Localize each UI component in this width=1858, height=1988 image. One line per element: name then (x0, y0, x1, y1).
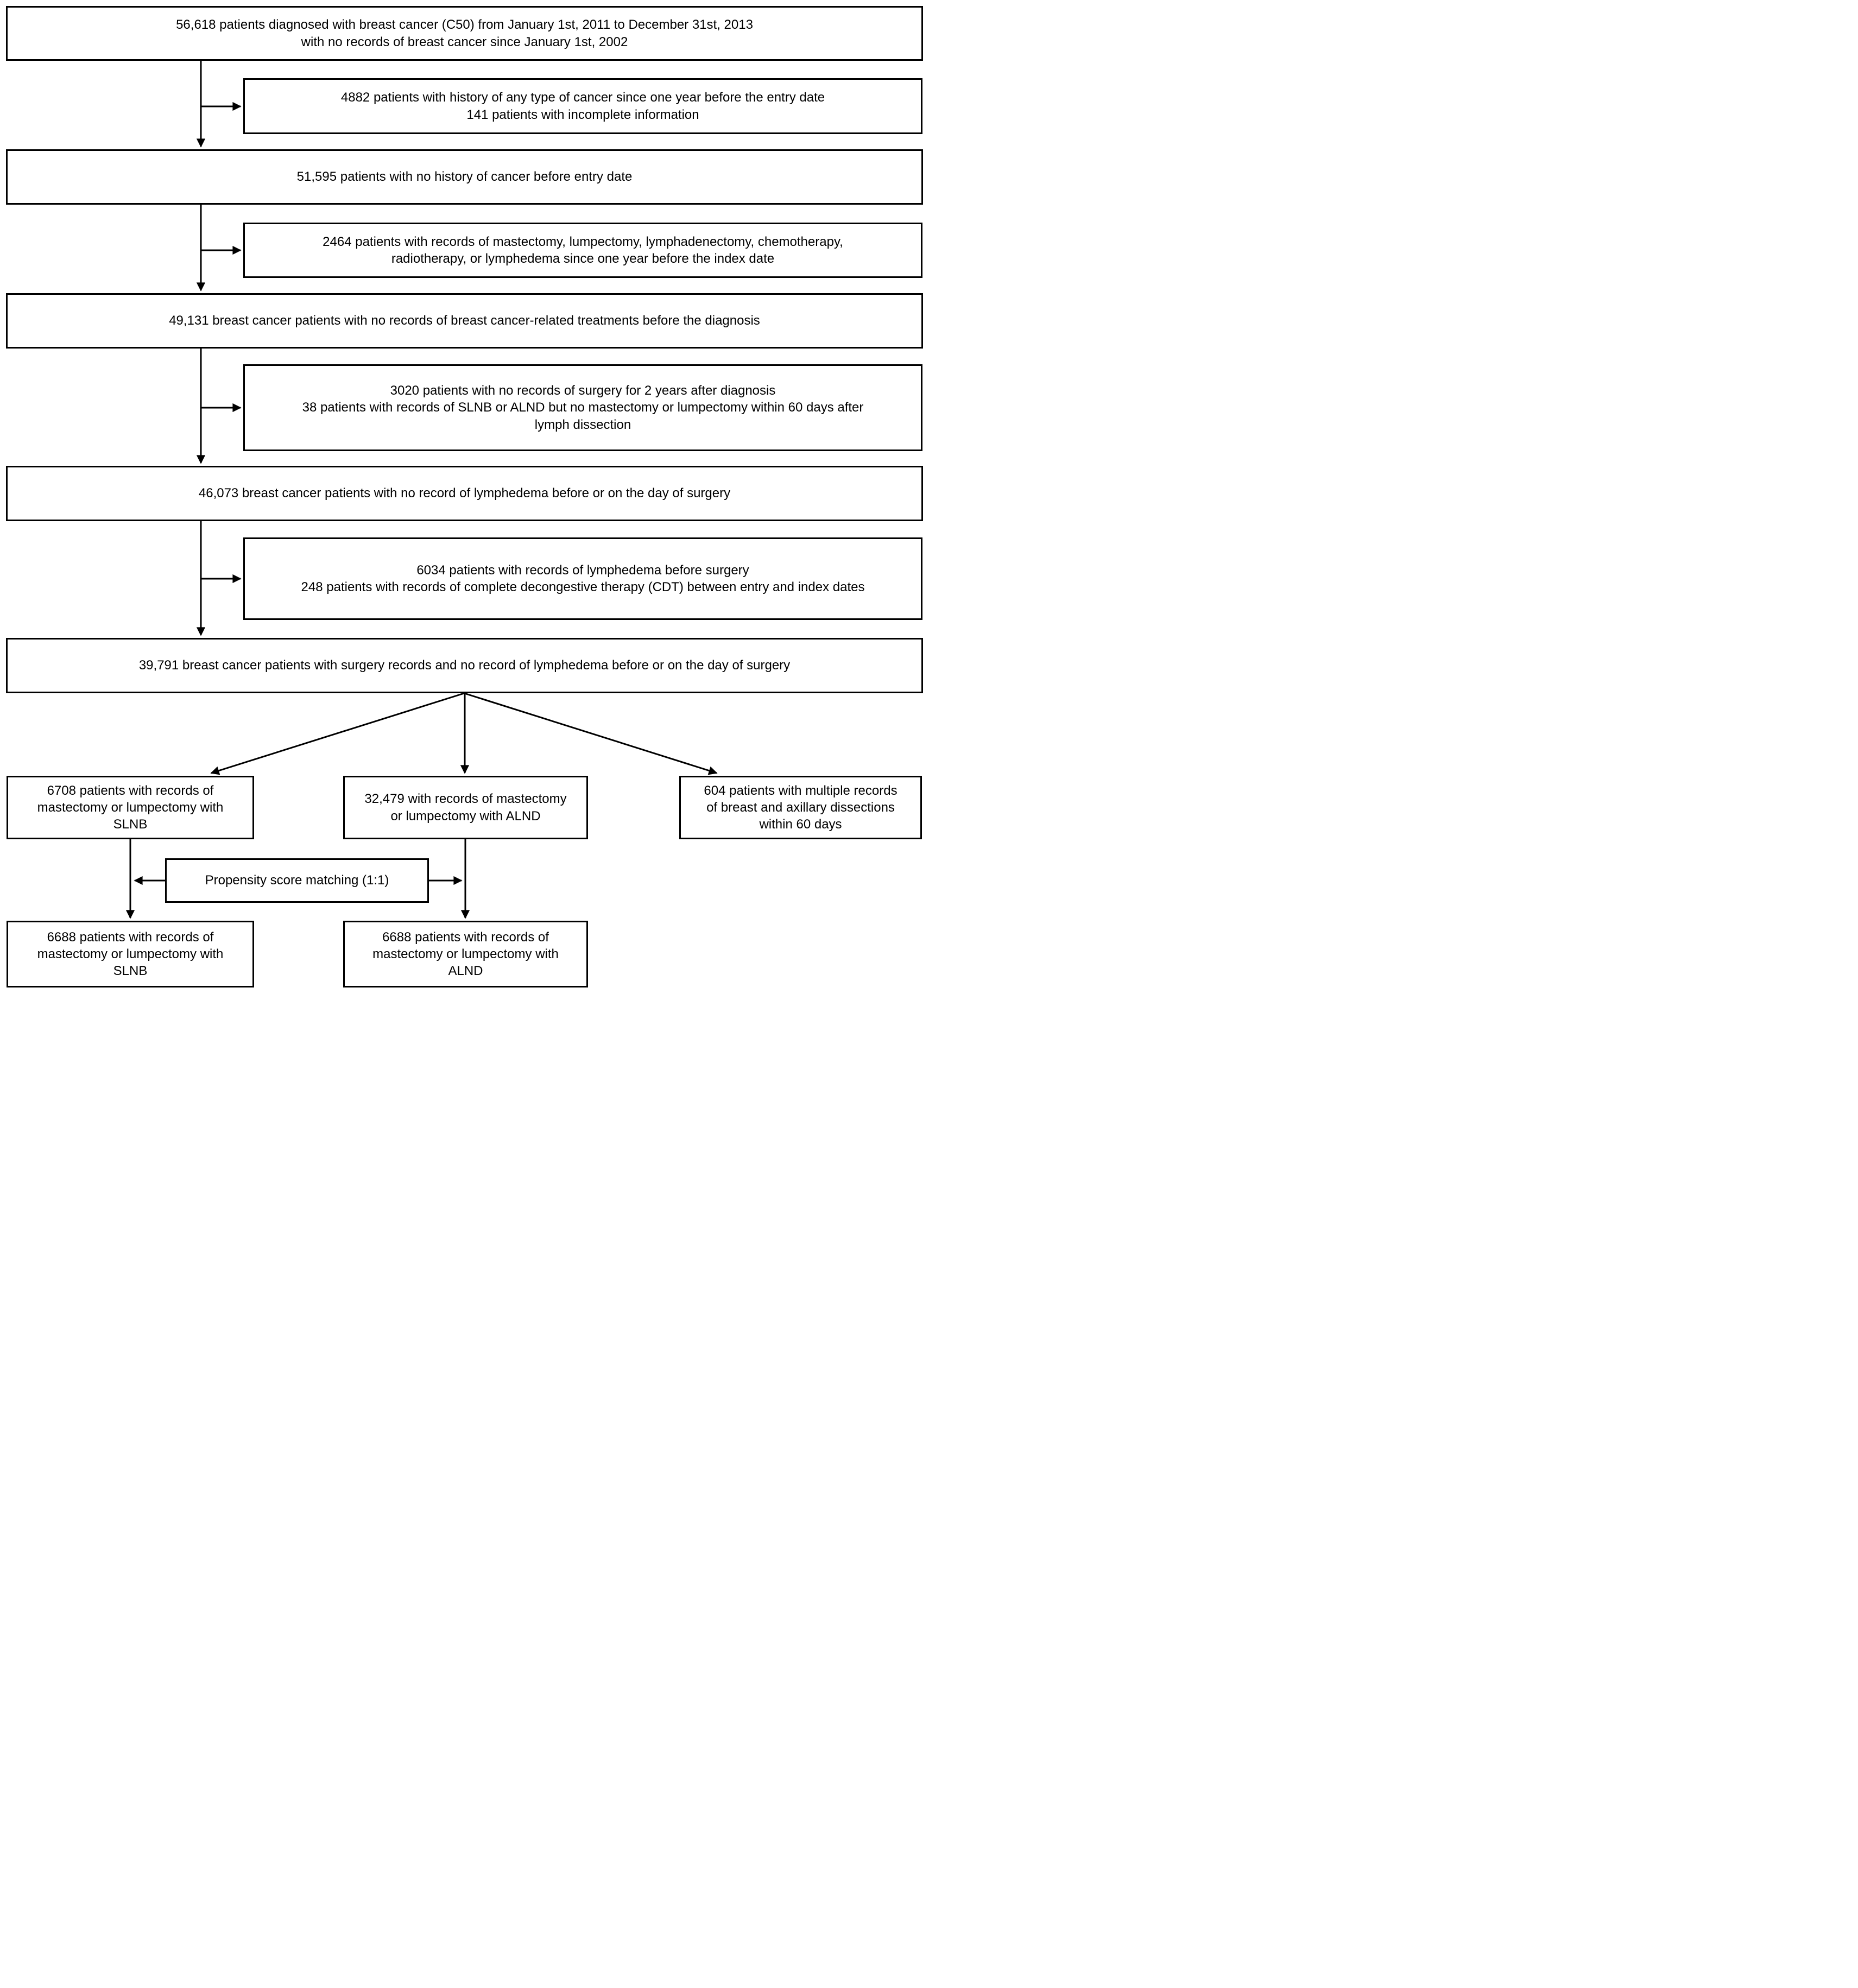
box-text-line: 6688 patients with records of (382, 929, 549, 945)
cohort-box-no-history: 51,595 patients with no history of cance… (6, 149, 923, 205)
box-text-line: Propensity score matching (1:1) (205, 873, 389, 888)
box-text-line: 6034 patients with records of lymphedema… (416, 562, 749, 578)
final-box-matched-alnd: 6688 patients with records of mastectomy… (343, 921, 588, 987)
branch-box-alnd: 32,479 with records of mastectomy or lum… (343, 776, 588, 839)
exclusion-box-no-surgery: 3020 patients with no records of surgery… (243, 364, 922, 451)
box-text-line: within 60 days (759, 817, 842, 832)
box-text-line: 3020 patients with no records of surgery… (390, 383, 776, 398)
arrow-fan-to-slnb (210, 692, 465, 775)
cohort-box-surgery: 39,791 breast cancer patients with surge… (6, 638, 923, 693)
box-text-line: 32,479 with records of mastectomy (364, 792, 567, 807)
box-text-line: radiotherapy, or lymphedema since one ye… (391, 251, 775, 266)
box-text-line: SLNB (113, 817, 148, 832)
exclusion-box-lymphedema: 6034 patients with records of lymphedema… (243, 537, 922, 620)
cohort-box-initial: 56,618 patients diagnosed with breast ca… (6, 6, 923, 61)
cohort-box-no-prior-treatment: 49,131 breast cancer patients with no re… (6, 293, 923, 349)
box-text-line: 2464 patients with records of mastectomy… (323, 234, 843, 249)
box-text-line: 56,618 patients diagnosed with breast ca… (176, 17, 753, 33)
box-text-line: 141 patients with incomplete information (466, 107, 699, 122)
box-text-line: 51,595 patients with no history of cance… (296, 169, 633, 185)
branch-box-multiple-dissections: 604 patients with multiple records of br… (679, 776, 922, 839)
box-text-line: 38 patients with records of SLNB or ALND… (302, 400, 864, 415)
arrow-fan-to-multiple (464, 692, 718, 775)
box-text-line: 6688 patients with records of (47, 929, 214, 945)
branch-box-slnb: 6708 patients with records of mastectomy… (7, 776, 254, 839)
box-text-line: SLNB (113, 964, 148, 979)
cohort-box-no-lymphedema: 46,073 breast cancer patients with no re… (6, 466, 923, 521)
box-text-line: 248 patients with records of complete de… (301, 580, 865, 594)
box-text-line: with no records of breast cancer since J… (301, 34, 628, 49)
box-text-line: of breast and axillary dissections (706, 800, 895, 815)
box-text-line: 4882 patients with history of any type o… (340, 90, 825, 105)
box-text-line: 604 patients with multiple records (704, 783, 898, 798)
box-text-line: mastectomy or lumpectomy with (37, 800, 224, 815)
propensity-matching-box: Propensity score matching (1:1) (165, 858, 429, 903)
box-text-line: lymph dissection (534, 417, 631, 432)
box-text-line: 6708 patients with records of (47, 783, 214, 798)
box-text-line: mastectomy or lumpectomy with (37, 946, 224, 961)
box-text-line: 49,131 breast cancer patients with no re… (169, 313, 760, 328)
exclusion-box-cancer-history: 4882 patients with history of any type o… (243, 78, 922, 134)
box-text-line: mastectomy or lumpectomy with (372, 946, 559, 961)
exclusion-box-prior-treatment: 2464 patients with records of mastectomy… (243, 223, 922, 278)
final-box-matched-slnb: 6688 patients with records of mastectomy… (7, 921, 254, 987)
patient-selection-flowchart: 56,618 patients diagnosed with breast ca… (0, 0, 929, 994)
box-text-line: ALND (448, 964, 483, 979)
box-text-line: 46,073 breast cancer patients with no re… (198, 486, 731, 501)
box-text-line: 39,791 breast cancer patients with surge… (138, 658, 791, 673)
box-text-line: or lumpectomy with ALND (390, 808, 541, 824)
